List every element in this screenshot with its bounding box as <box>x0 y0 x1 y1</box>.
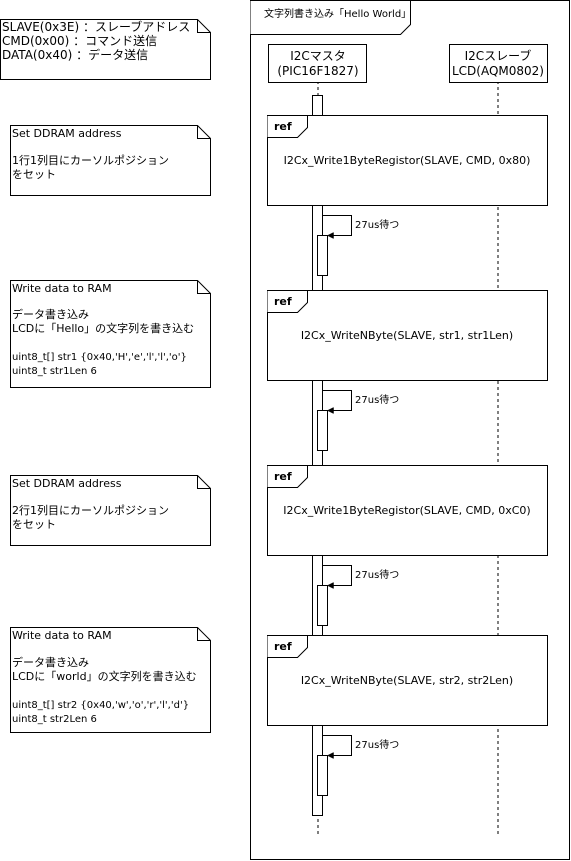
note-line: Set DDRAM address <box>12 127 122 140</box>
ref-tag: ref <box>274 295 292 308</box>
ref-label: I2Cx_Write1ByteRegistor(SLAVE, CMD, 0xC0… <box>283 504 530 517</box>
ref-tag: ref <box>274 640 292 653</box>
note: Write data to RAM データ書き込み LCDに「world」の文字… <box>10 627 211 733</box>
note-line: データ書き込み <box>12 655 89 669</box>
wait-label: 27us待つ <box>355 568 399 581</box>
note-line: LCDに「Hello」の文字列を書き込む <box>12 321 194 335</box>
ref-tag: ref <box>274 120 292 133</box>
ref-fragment: ref I2Cx_Write1ByteRegistor(SLAVE, CMD, … <box>267 115 548 206</box>
legend-line: CMD(0x00) ：コマンド送信 <box>2 33 157 48</box>
note-line: uint8_t str2Len 6 <box>12 714 97 725</box>
participant-label: I2Cマスタ <box>290 49 346 63</box>
note-line: 1行1列目にカーソルポジション <box>12 153 169 167</box>
note-line: uint8_t str1Len 6 <box>12 366 97 377</box>
participant-sublabel: (PIC16F1827) <box>277 64 358 78</box>
ref-tag: ref <box>274 470 292 483</box>
ref-fragment: ref I2Cx_WriteNByte(SLAVE, str2, str2Len… <box>267 635 548 726</box>
participant-master: I2Cマスタ (PIC16F1827) <box>268 44 367 83</box>
self-wait: 27us待つ <box>317 735 399 796</box>
ref-label: I2Cx_Write1ByteRegistor(SLAVE, CMD, 0x80… <box>284 154 531 167</box>
note: Set DDRAM address 2行1列目にカーソルポジション をセット <box>10 475 211 546</box>
self-wait: 27us待つ <box>317 390 399 451</box>
note-line: Set DDRAM address <box>12 477 122 490</box>
wait-label: 27us待つ <box>355 218 399 231</box>
note-line: データ書き込み <box>12 307 89 321</box>
note-line: をセット <box>12 168 56 181</box>
note-line: uint8_t[] str1 {0x40,'H','e','l','l','o'… <box>12 352 187 363</box>
note-line: Write data to RAM <box>12 629 112 642</box>
self-wait: 27us待つ <box>317 565 399 626</box>
frame: 文字列書き込み「Hello World」 <box>250 0 570 860</box>
activation-master <box>312 95 323 816</box>
participant-sublabel: LCD(AQM0802) <box>452 64 544 78</box>
participant-label: I2Cスレーブ <box>465 48 532 63</box>
participant-slave: I2Cスレーブ LCD(AQM0802) <box>449 44 548 83</box>
wait-label: 27us待つ <box>355 393 399 406</box>
ref-label: I2Cx_WriteNByte(SLAVE, str2, str2Len) <box>301 674 513 687</box>
note-line: uint8_t[] str2 {0x40,'w','o','r','l','d'… <box>12 700 189 711</box>
note: Write data to RAM データ書き込み LCDに「Hello」の文字… <box>10 280 211 388</box>
note: Set DDRAM address 1行1列目にカーソルポジション をセット <box>10 125 211 196</box>
legend-note: SLAVE(0x3E) ：スレーブアドレス CMD(0x00) ：コマンド送信 … <box>0 19 211 80</box>
note-line: をセット <box>12 518 56 531</box>
ref-fragment: ref I2Cx_WriteNByte(SLAVE, str1, str1Len… <box>267 290 548 381</box>
note-line: Write data to RAM <box>12 282 112 295</box>
self-wait: 27us待つ <box>317 215 399 276</box>
note-line: 2行1列目にカーソルポジション <box>12 503 169 517</box>
frame-title: 文字列書き込み「Hello World」 <box>264 7 411 20</box>
note-line: LCDに「world」の文字列を書き込む <box>12 669 197 683</box>
ref-fragment: ref I2Cx_Write1ByteRegistor(SLAVE, CMD, … <box>267 465 548 556</box>
wait-label: 27us待つ <box>355 738 399 751</box>
ref-label: I2Cx_WriteNByte(SLAVE, str1, str1Len) <box>301 329 513 342</box>
legend-line: DATA(0x40) ：データ送信 <box>2 47 148 62</box>
legend-line: SLAVE(0x3E) ：スレーブアドレス <box>2 19 190 34</box>
